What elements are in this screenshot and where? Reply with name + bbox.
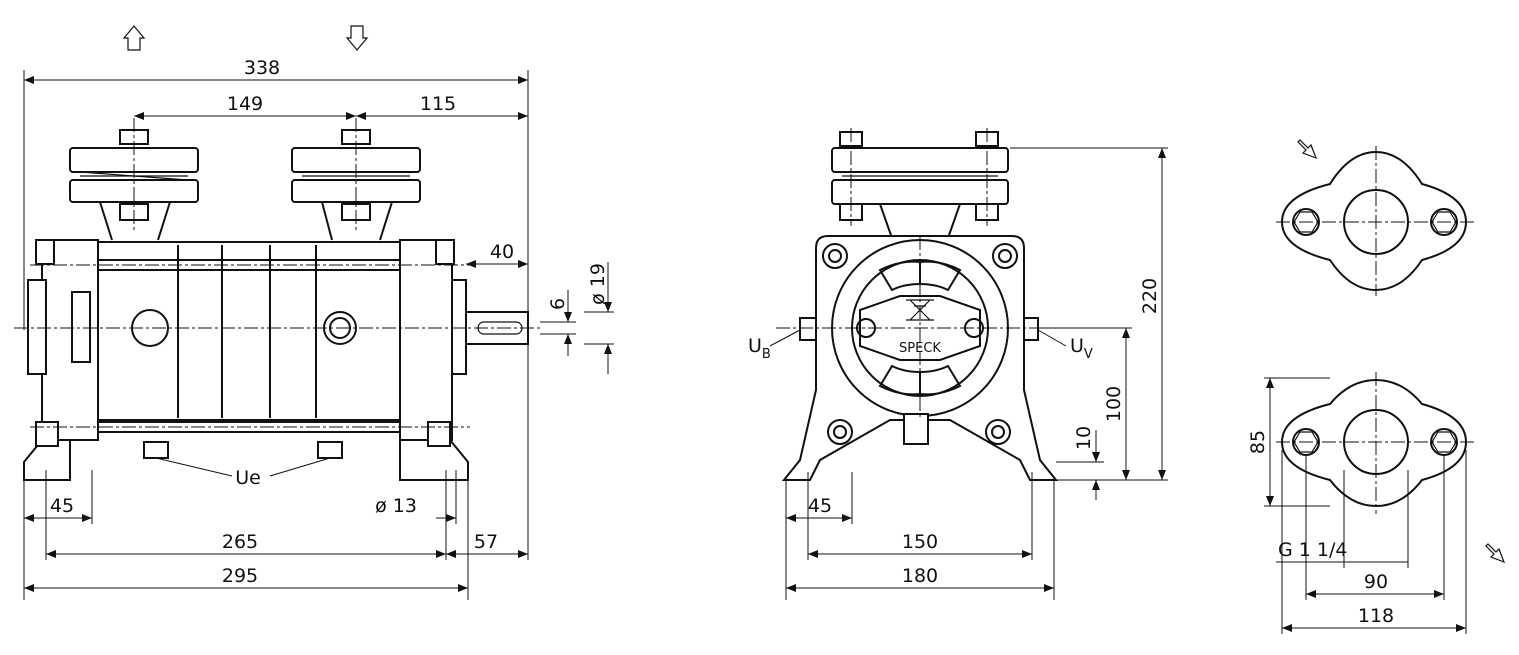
dim-hole-diameter: ø 13 — [375, 495, 417, 517]
dim-outlet-offset: 115 — [420, 93, 456, 115]
dim-side-foot-width: 45 — [50, 495, 74, 517]
dim-front-foot-spacing: 150 — [902, 531, 938, 553]
dim-key-width: 6 — [547, 298, 569, 310]
front-view: SPECK 220 100 10 45 150 180 — [748, 128, 1168, 600]
dim-shaft-diameter: ø 19 — [587, 263, 609, 305]
flange-bottom — [1276, 372, 1476, 514]
pump-body — [14, 118, 540, 481]
dim-foot-thickness: 10 — [1073, 426, 1095, 450]
label-ub: UB — [748, 335, 771, 362]
dim-shaft-extension: 40 — [490, 241, 514, 263]
dim-front-foot-width: 45 — [808, 495, 832, 517]
inlet-arrow-icon — [122, 25, 146, 51]
dim-base-width: 180 — [902, 565, 938, 587]
dim-total-height: 220 — [1139, 278, 1161, 314]
outlet-arrow-icon — [345, 25, 369, 51]
dim-foot-spacing: 265 — [222, 531, 258, 553]
outlet-arrow-diag-icon — [1485, 543, 1506, 564]
flange-views: 85 G 1 1/4 90 118 — [1247, 139, 1506, 634]
front-housing — [776, 235, 1080, 481]
dim-flange-width: 118 — [1358, 605, 1394, 627]
dim-base-length: 295 — [222, 565, 258, 587]
front-dimensions — [769, 147, 1168, 600]
front-flange — [831, 128, 1009, 239]
dim-shaft-height: 100 — [1103, 386, 1125, 422]
side-dimensions — [23, 70, 614, 600]
logo-text: SPECK — [899, 341, 941, 356]
label-drain: Ue — [235, 467, 261, 489]
dim-shaft-end: 57 — [474, 531, 498, 553]
dim-flange-height: 85 — [1247, 430, 1269, 454]
flange-dimensions — [1264, 377, 1467, 634]
dim-inlet-spacing: 149 — [227, 93, 263, 115]
inlet-arrow-diag-icon — [1297, 139, 1318, 160]
flange-top — [1276, 146, 1476, 296]
dim-thread: G 1 1/4 — [1278, 539, 1347, 561]
dim-bolt-spacing: 90 — [1364, 571, 1388, 593]
label-uv: UV — [1070, 335, 1093, 362]
speck-logo: SPECK — [899, 299, 941, 356]
dim-overall-length: 338 — [244, 57, 280, 79]
side-view: 338 149 115 40 ø 19 6 45 ø 13 265 57 295… — [14, 25, 614, 600]
